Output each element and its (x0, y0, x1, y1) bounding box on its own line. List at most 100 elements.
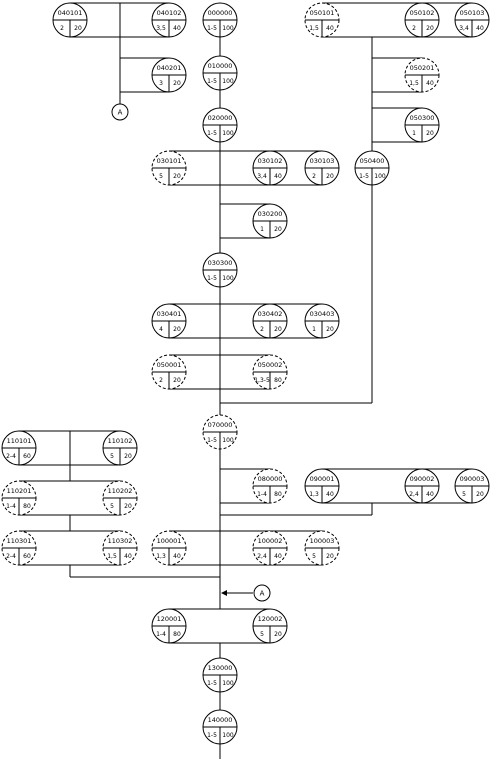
node-id-label: 050300 (410, 114, 435, 122)
node-value-right: 20 (173, 377, 181, 384)
node-value-right: 20 (74, 25, 82, 32)
node-value-right: 20 (326, 326, 334, 333)
node-value-left: 2 (159, 377, 163, 384)
node-id-label: 030402 (258, 310, 283, 318)
node-value-left: 3,4 (459, 25, 469, 32)
node-id-label: 090001 (310, 475, 335, 483)
node-value-right: 40 (173, 553, 181, 560)
node-value-right: 100 (222, 732, 234, 739)
node-id-label: 070000 (208, 421, 233, 429)
node-value-left: 1,3 (156, 553, 166, 560)
node-value-right: 40 (426, 491, 434, 498)
process-node: 090002 2,4 40 (404, 468, 440, 504)
node-value-left: 2 (312, 173, 316, 180)
node-value-right: 100 (222, 78, 234, 85)
node-id-label: 030403 (310, 310, 335, 318)
node-value-left: 5 (312, 553, 316, 560)
process-node: 100001 1,3 40 (151, 530, 187, 566)
node-value-left: 2 (60, 25, 64, 32)
process-node: 110301 2-4 60 (1, 530, 37, 566)
node-value-right: 20 (326, 173, 334, 180)
node-value-right: 80 (274, 491, 282, 498)
connector-circle: A (253, 584, 271, 602)
node-id-label: 050102 (410, 9, 435, 17)
node-id-label: 090003 (460, 475, 485, 483)
node-id-label: 030200 (258, 210, 283, 218)
node-value-right: 40 (426, 80, 434, 87)
node-value-left: 1-5 (359, 173, 369, 180)
node-id-label: 050101 (310, 9, 335, 17)
node-value-left: 2-4 (6, 553, 16, 560)
node-value-left: 1-4 (6, 503, 16, 510)
node-value-left: 5 (462, 491, 466, 498)
node-value-right: 20 (173, 80, 181, 87)
process-node: 030103 2 20 (304, 150, 340, 186)
node-id-label: 030103 (310, 157, 335, 165)
node-id-label: 130000 (208, 664, 233, 672)
node-value-right: 20 (124, 453, 132, 460)
node-value-left: 2 (412, 25, 416, 32)
node-value-left: 1-5 (207, 25, 217, 32)
node-value-left: 5 (260, 631, 264, 638)
node-id-label: 120001 (157, 615, 182, 623)
node-id-label: 000000 (208, 9, 233, 17)
node-value-left: 1,3 (309, 491, 319, 498)
node-value-right: 20 (173, 326, 181, 333)
node-value-right: 20 (426, 130, 434, 137)
node-value-left: 5 (159, 173, 163, 180)
node-value-right: 40 (476, 25, 484, 32)
node-value-right: 100 (222, 680, 234, 687)
node-id-label: 040201 (157, 64, 182, 72)
node-value-left: 1-5 (207, 732, 217, 739)
node-value-right: 100 (222, 437, 234, 444)
node-value-right: 40 (124, 553, 132, 560)
node-value-left: 1 (412, 130, 416, 137)
node-value-left: 1,5 (409, 80, 419, 87)
node-id-label: 110302 (108, 537, 133, 545)
process-node: 050102 2 20 (404, 2, 440, 38)
node-value-right: 60 (23, 553, 31, 560)
node-value-left: 2,4 (409, 491, 419, 498)
node-value-right: 20 (274, 326, 282, 333)
node-id-label: 100001 (157, 537, 182, 545)
node-value-right: 40 (326, 491, 334, 498)
node-value-left: 2,4 (257, 553, 267, 560)
node-value-right: 20 (476, 491, 484, 498)
node-id-label: 090002 (410, 475, 435, 483)
process-node: 050001 2 20 (151, 354, 187, 390)
node-value-right: 20 (426, 25, 434, 32)
node-value-right: 20 (274, 226, 282, 233)
node-value-left: 1,3-5 (254, 377, 270, 384)
node-id-label: 030401 (157, 310, 182, 318)
arrowhead (221, 590, 227, 596)
process-node: 030200 1 20 (252, 203, 288, 239)
node-value-left: 1-5 (207, 680, 217, 687)
node-id-label: 050001 (157, 361, 182, 369)
node-value-right: 100 (222, 130, 234, 137)
process-node: 090003 5 20 (454, 468, 490, 504)
node-value-right: 20 (124, 503, 132, 510)
node-value-left: 5 (110, 503, 114, 510)
node-value-left: 1-5 (207, 78, 217, 85)
node-value-left: 3 (159, 80, 163, 87)
node-id-label: 110301 (7, 537, 32, 545)
node-value-right: 40 (274, 173, 282, 180)
node-value-left: 1 (260, 226, 264, 233)
node-value-right: 60 (23, 453, 31, 460)
node-value-right: 40 (326, 25, 334, 32)
